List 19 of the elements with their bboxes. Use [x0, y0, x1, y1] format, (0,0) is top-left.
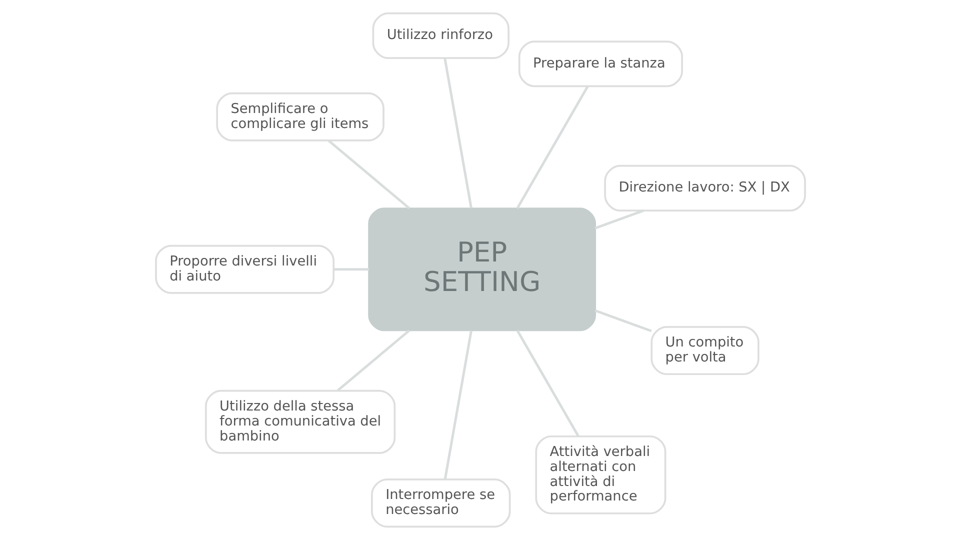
node-box: Un compito per volta [650, 326, 759, 376]
node-box: Direzione lavoro: SX | DX [604, 164, 806, 212]
node-box: Proporre diversi livelli di aiuto [154, 244, 334, 294]
connector [327, 140, 410, 210]
connector [594, 210, 644, 230]
node-box: PEP SETTING [368, 208, 596, 332]
node-box: Preparare la stanza [518, 40, 682, 88]
node-box: Utilizzo della stessa forma comunicativa del bambino [204, 390, 396, 454]
connector [333, 268, 368, 271]
connector [594, 309, 652, 332]
connector [516, 330, 580, 437]
connector [336, 330, 410, 392]
connector [443, 330, 472, 480]
node-box: Attività verbali alternati con attività di performance [534, 435, 666, 514]
node-box: Utilizzo rinforzo [372, 12, 509, 59]
node-box: Semplificare o complicare gli items [216, 92, 384, 142]
connector [516, 86, 588, 209]
connector [443, 58, 472, 208]
node-box: Interrompere se necessario [370, 478, 510, 528]
